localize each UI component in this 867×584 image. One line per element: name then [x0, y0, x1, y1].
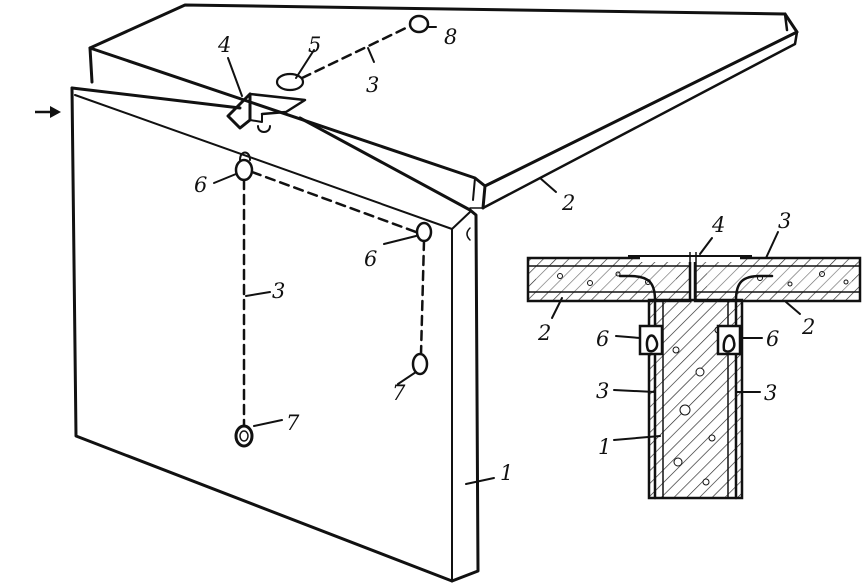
label-cable-right: 3 — [764, 381, 777, 405]
section-leader-lines — [551, 231, 801, 441]
label-section-loop-right: 6 — [766, 327, 779, 351]
label-loop: 5 — [308, 33, 321, 57]
section-cables — [618, 274, 774, 500]
label-key-gap: 4 — [711, 213, 725, 237]
anchor-loop-left-icon — [234, 424, 254, 448]
key-gap — [628, 252, 752, 300]
label-anchor-left: 7 — [286, 411, 300, 435]
hinge-loop-left-icon — [234, 151, 254, 182]
label-cable-left: 3 — [596, 379, 609, 403]
section-view: 4 3 2 2 6 6 3 3 1 — [526, 209, 862, 500]
key-notch — [226, 92, 307, 133]
loop-icon — [275, 72, 305, 92]
slab-right — [693, 256, 862, 303]
hinge-loop-right-icon — [415, 221, 433, 243]
label-slab-left: 2 — [537, 321, 551, 345]
anchor-loop-right-icon — [411, 352, 429, 376]
label-cable-vertical: 3 — [272, 279, 285, 303]
label-section-loop-left: 6 — [596, 327, 609, 351]
wall-panel — [70, 86, 480, 583]
label-anchor-slab: 8 — [444, 25, 457, 49]
label-key-notch: 4 — [217, 33, 231, 57]
anchor-slab-icon — [408, 14, 430, 34]
label-panel: 1 — [500, 461, 513, 485]
section-loop-right-icon — [716, 324, 742, 356]
label-anchor-right: 7 — [392, 381, 406, 405]
view-arrow-icon — [35, 106, 61, 118]
label-slab: 2 — [561, 191, 575, 215]
label-wall: 1 — [598, 435, 611, 459]
label-cable-top-right: 3 — [778, 209, 791, 233]
slab-left — [526, 256, 692, 303]
isometric-view: 4 5 3 8 6 6 3 7 7 2 1 — [35, 3, 799, 583]
label-loop-left: 6 — [194, 173, 207, 197]
section-loop-left-icon — [638, 324, 664, 356]
tension-cables — [242, 24, 426, 428]
label-loop-right: 6 — [364, 247, 377, 271]
label-cable-top: 3 — [366, 73, 379, 97]
leader-lines — [213, 26, 557, 485]
label-slab-right: 2 — [801, 315, 815, 339]
